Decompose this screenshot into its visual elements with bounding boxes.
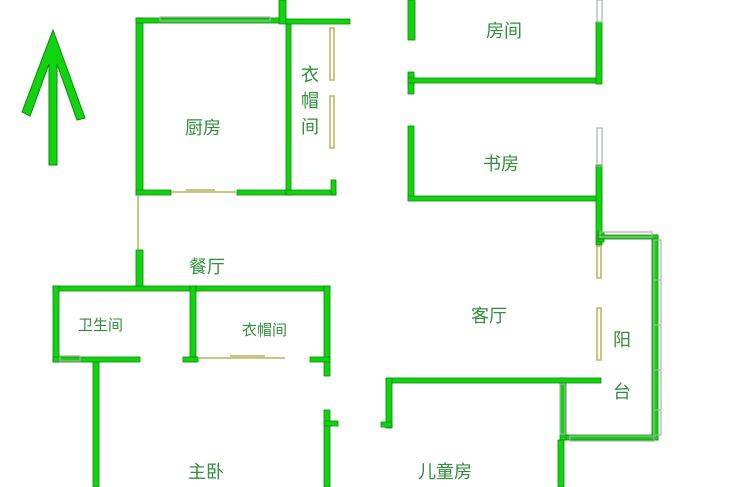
room-label-closet-bottom: 衣帽间 [242,321,288,339]
room-label-master-bedroom: 主卧 [188,462,224,483]
room-label-kids-room: 儿童房 [418,462,472,483]
room-label-study: 书房 [483,154,519,175]
room-label-bathroom: 卫生间 [78,316,124,334]
room-label-dining: 餐厅 [189,257,225,278]
doors [137,27,602,361]
walls [52,0,659,487]
windows [59,0,662,442]
room-label-room: 房间 [486,21,522,42]
north-arrow-icon [21,28,86,166]
room-label-kitchen: 厨房 [185,118,221,139]
room-label-living: 客厅 [471,306,507,327]
room-label-balcony: 阳台 [613,330,631,404]
room-label-closet-top: 衣帽间 [301,65,319,139]
